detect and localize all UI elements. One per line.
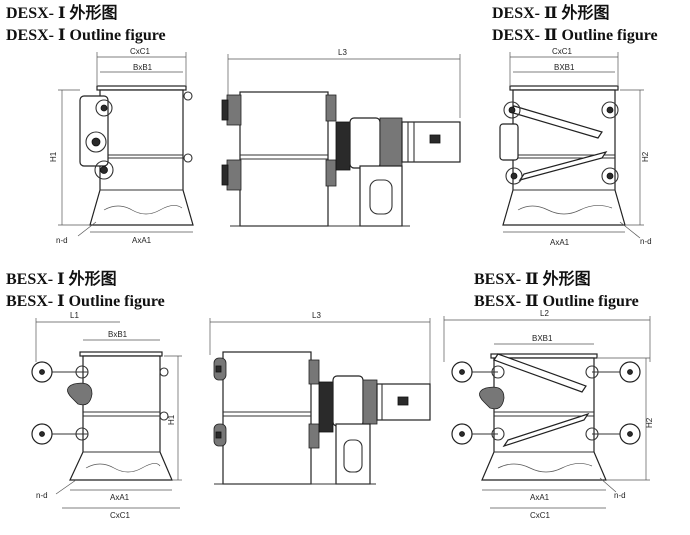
- desx1-dim-height: H1: [49, 151, 58, 162]
- besx1-title-en: BESX- Ⅰ Outline figure: [6, 293, 165, 310]
- desx1-title-cn: DESX- Ⅰ 外形图: [6, 5, 118, 22]
- besx2-dim-left: L2: [540, 309, 549, 318]
- desx2-dim-top: CxC1: [552, 47, 573, 56]
- desx1-dim-bottom: AxA1: [132, 236, 152, 245]
- besx1-dim-bottom: AxA1: [110, 493, 130, 502]
- desx1-dim-inner: BxB1: [133, 63, 153, 72]
- besx1-dim-hole: n-d: [36, 491, 48, 500]
- besx2-title-en: BESX- Ⅱ Outline figure: [474, 293, 639, 310]
- desx2-dim-hole: n-d: [640, 237, 652, 246]
- desx2-front-view: CxC1 BXB1 H2 AxA1 n-d: [499, 47, 652, 247]
- besx2-dim-height: H2: [645, 417, 654, 428]
- besx1-dim-bottom2: CxC1: [110, 511, 131, 520]
- besx2-title-cn: BESX- Ⅱ 外形图: [474, 271, 591, 288]
- besx1-dim-inner: BxB1: [108, 330, 128, 339]
- desx2-dim-inner: BXB1: [554, 63, 575, 72]
- besx2-dim-inner: BXB1: [532, 334, 553, 343]
- desx1-side-view: L3: [221, 48, 461, 227]
- besx2-dim-bottom2: CxC1: [530, 511, 551, 520]
- besx2-front-view: L2 BXB1 H2 AxA1 CxC1 n-d: [443, 309, 654, 520]
- desx2-title-en: DESX- Ⅱ Outline figure: [492, 27, 658, 44]
- besx1-dim-length: L3: [312, 311, 321, 320]
- desx2-title-cn: DESX- Ⅱ 外形图: [492, 5, 610, 22]
- desx2-dim-bottom: AxA1: [550, 238, 570, 247]
- desx1-title-en: DESX- Ⅰ Outline figure: [6, 27, 166, 44]
- desx1-dim-hole: n-d: [56, 236, 68, 245]
- besx1-front-view: L1 BxB1 H1 AxA1 CxC1 n-d: [31, 311, 182, 520]
- desx2-dim-height: H2: [641, 151, 650, 162]
- desx1-dim-top: CxC1: [130, 47, 151, 56]
- besx2-dim-hole: n-d: [614, 491, 626, 500]
- desx1-dim-length: L3: [338, 48, 347, 57]
- besx1-dim-height: H1: [167, 414, 176, 425]
- besx2-dim-bottom: AxA1: [530, 493, 550, 502]
- desx1-front-view: CxC1 BxB1 H1 AxA1 n-d: [49, 47, 194, 245]
- besx1-side-view: L3: [209, 311, 431, 485]
- besx1-title-cn: BESX- Ⅰ 外形图: [6, 271, 117, 288]
- besx1-dim-left: L1: [70, 311, 79, 320]
